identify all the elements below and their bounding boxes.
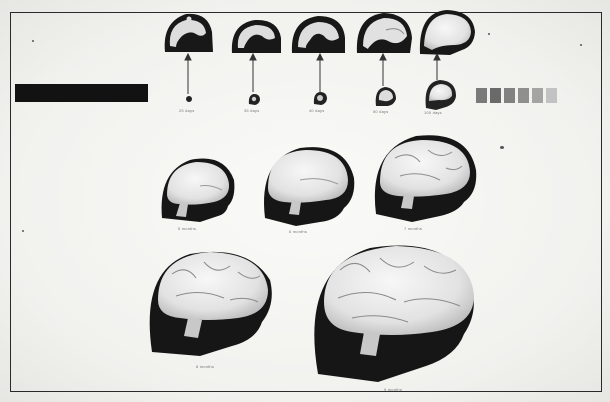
scan-speck	[488, 33, 490, 35]
caption-8-months: 8 months	[196, 364, 214, 369]
embryo-stage-1	[165, 14, 213, 52]
head-5-months	[162, 159, 235, 222]
scan-speck	[500, 146, 504, 149]
caption-5-months: 5 months	[178, 226, 196, 231]
embryo-stage-4	[357, 13, 412, 53]
caption-50-days: 50 days	[373, 109, 388, 114]
small-brain-3	[314, 92, 327, 105]
caption-9-months: 9 months	[384, 387, 402, 392]
stage-arrows	[185, 54, 440, 94]
small-brain-2	[249, 94, 260, 105]
caption-25-days: 25 days	[179, 108, 194, 113]
embryo-stage-5	[420, 10, 475, 55]
small-brain-1	[186, 96, 192, 102]
scan-speck	[22, 230, 24, 232]
embryo-stage-2	[232, 20, 281, 53]
head-6-months	[264, 147, 354, 226]
caption-40-days: 40 days	[309, 108, 324, 113]
caption-35-days: 35 days	[244, 108, 259, 113]
small-brain-5	[426, 80, 456, 110]
caption-6-months: 6 months	[289, 229, 307, 234]
small-brain-4	[376, 87, 396, 106]
head-8-months	[150, 252, 272, 356]
head-7-months	[375, 135, 476, 222]
scan-speck	[580, 44, 582, 46]
embryo-stage-3	[292, 16, 345, 53]
caption-100-days: 100 days	[424, 110, 442, 115]
head-9-months	[314, 246, 474, 382]
caption-7-months: 7 months	[404, 226, 422, 231]
scan-speck	[32, 40, 34, 42]
